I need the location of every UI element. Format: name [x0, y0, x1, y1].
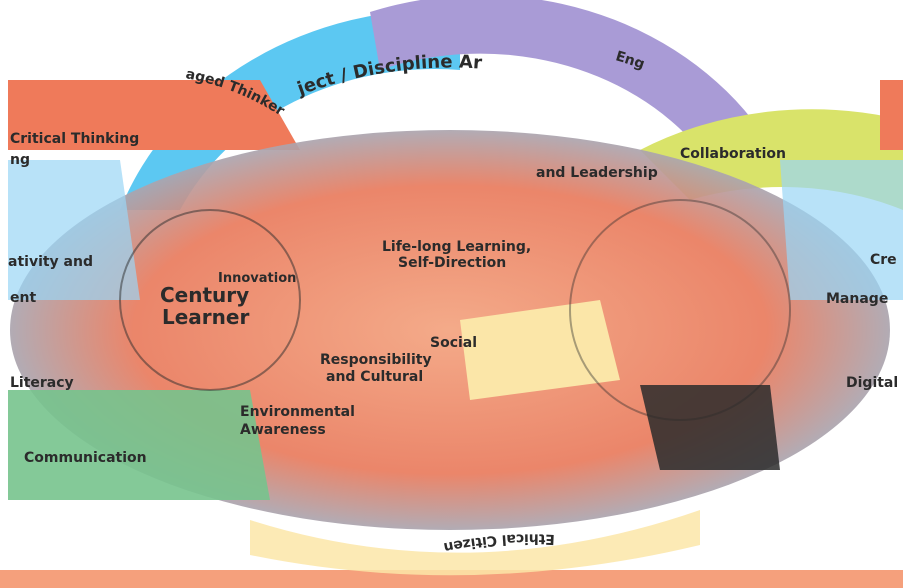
label-literacy: Literacy: [10, 375, 74, 391]
inner-ring-left: [119, 209, 301, 391]
ring-lavender: [370, 0, 760, 150]
ring-coral-right: [880, 80, 903, 150]
label-innovation: Innovation: [218, 271, 296, 286]
label-manage: Manage: [826, 291, 888, 307]
inner-ring-right: [569, 199, 791, 421]
sector-sky-right: [780, 160, 903, 300]
label-learner: Learner: [162, 305, 249, 329]
label-environmental: Environmental: [240, 404, 355, 420]
label-century: Century: [160, 283, 249, 307]
label-critical-thinking-tail: ng: [10, 152, 30, 168]
label-collaboration: Collaboration: [680, 146, 786, 162]
label-responsibility: Responsibility: [320, 352, 432, 368]
label-awareness: Awareness: [240, 422, 326, 438]
label-creativity-tail: ent: [10, 290, 36, 306]
label-lifelong-learning: Life-long Learning,: [382, 239, 531, 255]
bottom-arc-band: [250, 510, 700, 576]
label-leadership: and Leadership: [536, 165, 658, 181]
label-creativity: ativity and: [8, 254, 93, 270]
bottom-band: [0, 570, 903, 588]
sector-sky-left: [8, 160, 140, 300]
label-self-direction: Self-Direction: [398, 255, 506, 271]
ring-sky: [120, 9, 460, 210]
ring-coral-left: [8, 80, 300, 150]
label-cultural: and Cultural: [326, 369, 423, 385]
label-communication: Communication: [24, 450, 147, 466]
label-cre: Cre: [870, 252, 897, 268]
label-critical-thinking: Critical Thinking: [10, 131, 139, 147]
label-digital: Digital: [846, 375, 898, 391]
sector-cream: [460, 300, 620, 400]
sector-green: [8, 390, 270, 500]
label-social: Social: [430, 335, 477, 351]
sector-dark: [640, 385, 780, 470]
